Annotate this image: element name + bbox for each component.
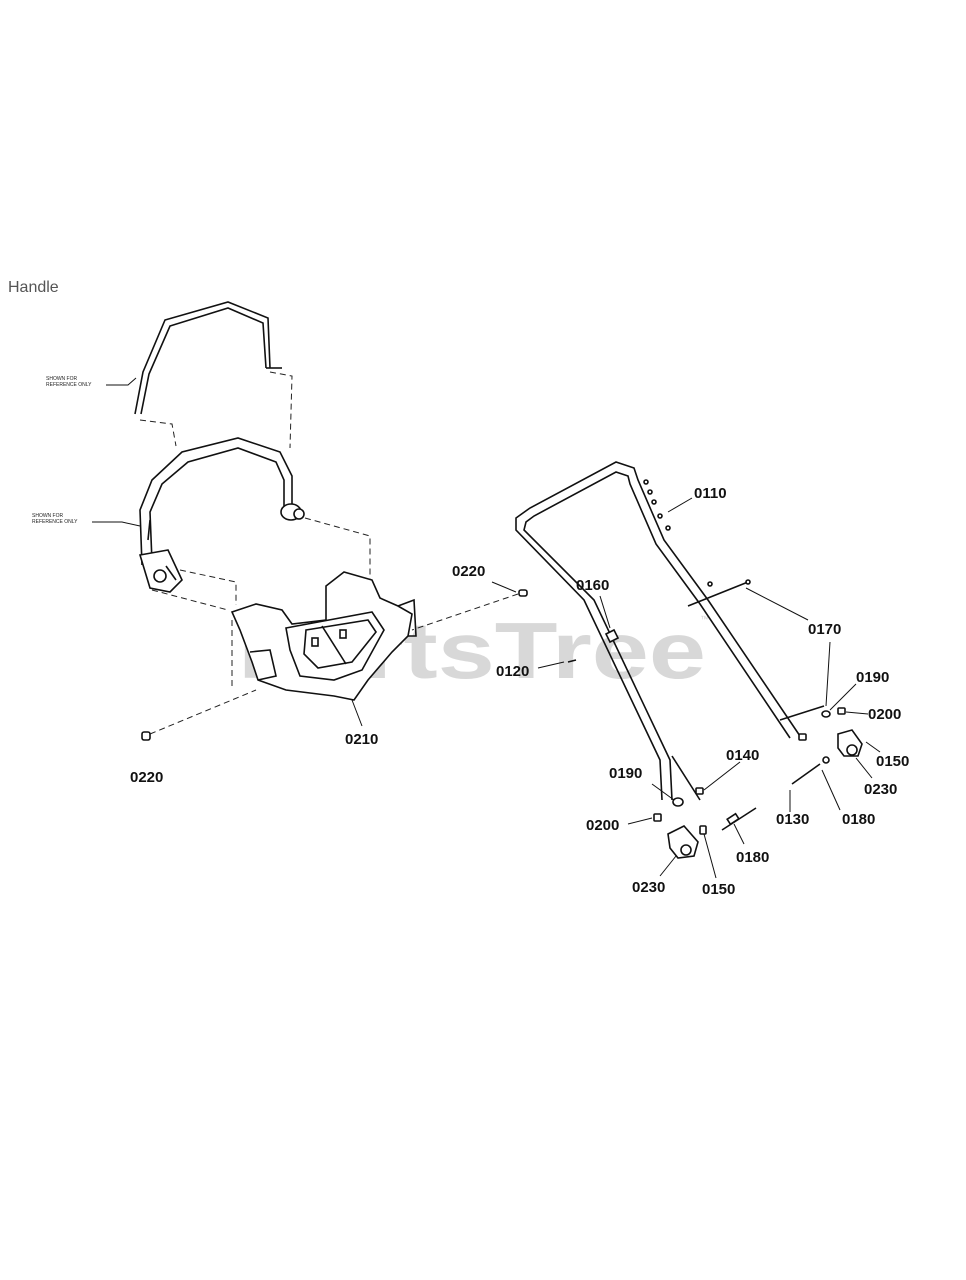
assembly-line	[179, 569, 237, 605]
svg-text:REFERENCE ONLY: REFERENCE ONLY	[46, 382, 92, 388]
leader-0180-right	[821, 769, 841, 811]
callout-0220-bottom: 0220	[130, 769, 163, 786]
leader-0220-top	[491, 581, 517, 593]
callout-0160: 0160	[576, 577, 609, 594]
callout-0180-right: 0180	[842, 811, 875, 828]
svg-text:SHOWN FOR: SHOWN FOR	[32, 513, 63, 519]
leader-0150-left	[703, 833, 717, 879]
screw-0220-top	[518, 589, 528, 597]
bolt-0180-right	[791, 756, 830, 785]
callout-0190-right: 0190	[856, 669, 889, 686]
leader-0230-right	[855, 757, 873, 779]
leader-0190-right	[829, 683, 857, 711]
assembly-line	[151, 589, 229, 611]
clip-0160	[604, 628, 620, 644]
callout-0200-right: 0200	[868, 706, 901, 723]
header-fragment: Handle	[8, 279, 59, 296]
leader-0150-right	[865, 741, 881, 753]
bolt-0180-left	[721, 807, 757, 831]
callout-0150-left: 0150	[702, 881, 735, 898]
leader-0230-left	[659, 855, 677, 877]
leader-0170	[825, 641, 831, 707]
leader-0140	[703, 761, 741, 791]
nut-0200-right	[837, 707, 846, 715]
reference-lower-handle	[138, 437, 305, 593]
callout-0140: 0140	[726, 747, 759, 764]
callout-0150-right: 0150	[876, 753, 909, 770]
reference-upper-handle	[134, 301, 282, 415]
washer-0190-left	[672, 797, 684, 807]
washer-0190-right	[821, 710, 831, 718]
watermark-trademark: ™	[700, 614, 709, 624]
callout-0200-left: 0200	[586, 817, 619, 834]
svg-text:SHOWN FOR: SHOWN FOR	[46, 376, 77, 382]
knob-0230-left	[667, 825, 707, 859]
reference-note-mid: SHOWN FOR REFERENCE ONLY	[32, 513, 141, 527]
console-0210	[230, 571, 417, 701]
screw-0120	[567, 659, 577, 663]
leader-0170	[745, 587, 809, 621]
leader-0180-left	[733, 823, 745, 845]
callout-0110: 0110	[694, 485, 727, 502]
rod-0170	[687, 579, 825, 721]
screw-0220-bottom	[141, 731, 151, 741]
assembly-line	[269, 371, 293, 449]
svg-text:REFERENCE ONLY: REFERENCE ONLY	[32, 519, 78, 525]
reference-note-top: SHOWN FOR REFERENCE ONLY	[46, 376, 137, 388]
assembly-line	[149, 689, 257, 735]
leader-0160	[599, 595, 611, 629]
callout-0180-left: 0180	[736, 849, 769, 866]
callout-0120: 0120	[496, 663, 529, 680]
nut-0140	[695, 733, 807, 795]
leader-0200-right	[845, 711, 869, 715]
leader-0200-left	[627, 817, 653, 825]
callout-0230-left: 0230	[632, 879, 665, 896]
callout-0210: 0210	[345, 731, 378, 748]
assembly-line	[411, 593, 519, 631]
leader-0190-left	[651, 783, 675, 801]
callout-0170: 0170	[808, 621, 841, 638]
callout-0130: 0130	[776, 811, 809, 828]
nut-0200-left	[653, 813, 662, 822]
assembly-line	[139, 419, 177, 447]
assembly-line	[304, 517, 371, 588]
knob-0230-right	[837, 729, 863, 757]
callout-0220-top: 0220	[452, 563, 485, 580]
callout-0190-left: 0190	[609, 765, 642, 782]
leader-0210	[351, 699, 363, 727]
callout-0230-right: 0230	[864, 781, 897, 798]
leader-0110	[667, 497, 693, 513]
leader-0120	[537, 661, 565, 669]
